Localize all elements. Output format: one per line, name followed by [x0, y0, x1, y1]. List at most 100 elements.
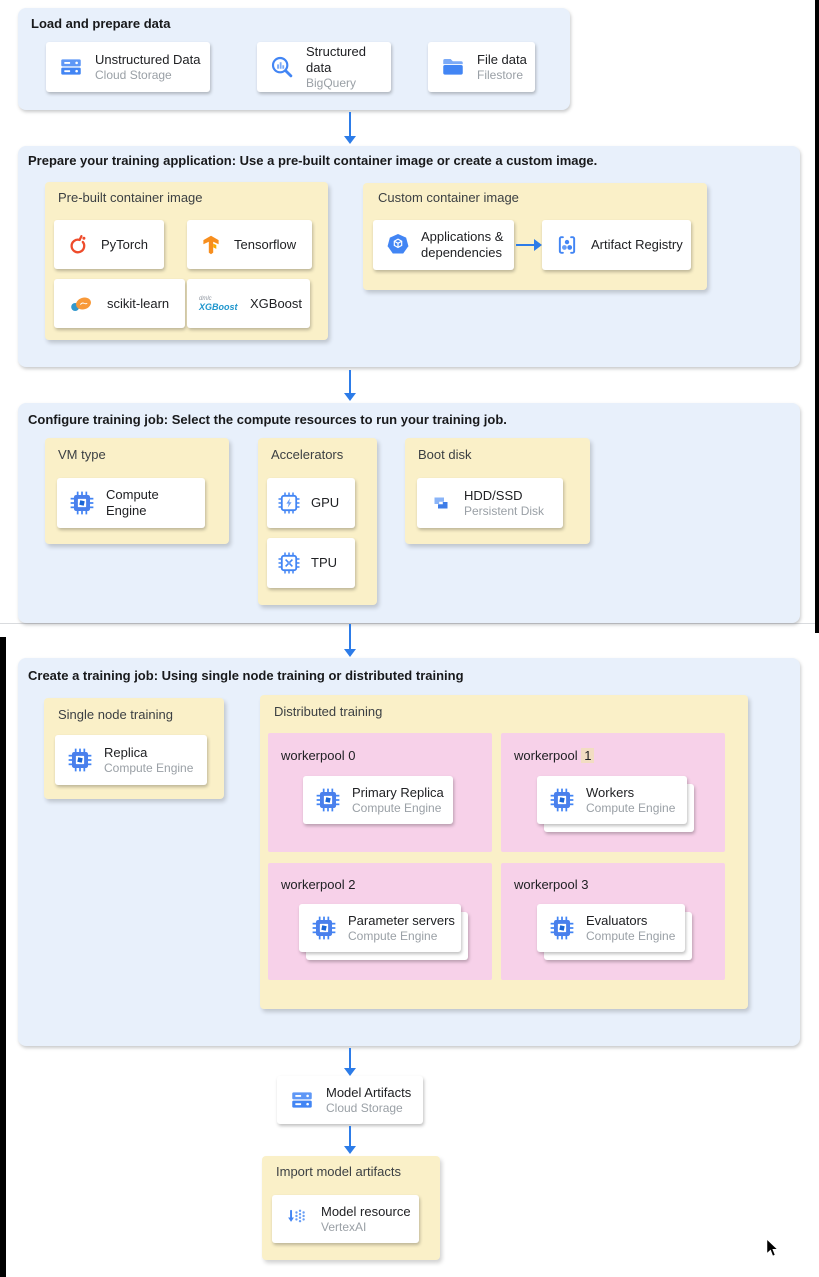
section-load-title: Load and prepare data [31, 16, 171, 31]
distributed-title: Distributed training [274, 704, 383, 719]
compute-engine-icon [549, 915, 575, 941]
card-title: TPU [311, 555, 337, 570]
workerpool-2-label: workerpool 2 [281, 877, 355, 892]
card-text: Parameter servers Compute Engine [348, 913, 455, 944]
section-create-title: Create a training job: Using single node… [28, 668, 464, 683]
artifact-registry-icon [558, 236, 576, 254]
pytorch-icon [70, 234, 86, 253]
section-prepare-title: Prepare your training application: Use a… [28, 153, 598, 168]
card-subtitle: Filestore [477, 67, 524, 82]
card-title: Tensorflow [234, 236, 297, 252]
cloud-storage-icon [58, 54, 84, 80]
card-title: Structured data [306, 43, 366, 75]
compute-engine-icon [67, 747, 93, 773]
workerpool-name: workerpool [514, 748, 578, 763]
prebuilt-container-title: Pre-built container image [58, 190, 203, 205]
workerpool-name: workerpool [281, 877, 345, 892]
flow-arrow-1 [344, 112, 356, 144]
card-text: Replica Compute Engine [104, 745, 193, 776]
card-subtitle: Persistent Disk [464, 503, 545, 518]
card-text: Workers Compute Engine [586, 785, 675, 816]
card-workers: Workers Compute Engine [537, 776, 687, 824]
card-hdd-ssd: HDD/SSD Persistent Disk [417, 478, 563, 528]
workerpool-0-label: workerpool 0 [281, 748, 355, 763]
compute-engine-icon [549, 787, 575, 813]
compute-engine-icon [311, 915, 337, 941]
workerpool-3-label: workerpool 3 [514, 877, 588, 892]
workerpool-name: workerpool [281, 748, 345, 763]
card-title: Parameter servers [348, 912, 455, 928]
card-pytorch: PyTorch [54, 220, 164, 269]
applications-icon [387, 233, 409, 254]
flow-arrow-2 [344, 370, 356, 401]
custom-flow-arrow [516, 239, 542, 251]
card-title: Model resource [321, 1203, 411, 1219]
card-title: GPU [311, 495, 340, 510]
card-text: HDD/SSD Persistent Disk [464, 488, 544, 519]
flow-arrow-5 [344, 1126, 356, 1154]
compute-engine-icon [315, 787, 341, 813]
card-parameter-servers: Parameter servers Compute Engine [299, 904, 461, 952]
card-title: Unstructured Data [95, 51, 201, 67]
card-applications-dependencies: Applications & dependencies [373, 220, 514, 270]
card-unstructured-data: Unstructured Data Cloud Storage [46, 42, 210, 92]
filestore-icon [443, 58, 463, 75]
card-xgboost: dmlc XGBoost XGBoost [187, 279, 310, 328]
card-subtitle: Compute Engine [586, 800, 676, 815]
card-tensorflow: Tensorflow [187, 220, 312, 269]
flow-arrow-3 [344, 624, 356, 657]
workerpool-num-highlighted: 1 [581, 748, 595, 763]
gpu-icon [278, 492, 300, 514]
card-replica: Replica Compute Engine [55, 735, 207, 785]
card-model-resource: Model resource VertexAI [272, 1195, 419, 1243]
vm-type-title: VM type [58, 447, 106, 462]
card-title: XGBoost [250, 295, 303, 311]
card-title: Replica [104, 744, 148, 760]
card-text: Unstructured Data Cloud Storage [95, 52, 201, 83]
tensorflow-icon [203, 235, 219, 254]
vertex-ai-icon [288, 1209, 305, 1223]
workerpool-num: 3 [581, 877, 589, 892]
card-text: File data Filestore [477, 52, 527, 83]
card-subtitle: BigQuery [306, 75, 357, 90]
card-file-data: File data Filestore [428, 42, 535, 92]
card-title: Artifact Registry [591, 237, 683, 252]
workerpool-num: 2 [348, 877, 356, 892]
workerpool-1-label: workerpool 1 [514, 748, 595, 763]
card-subtitle: Compute Engine [352, 800, 442, 815]
import-model-title: Import model artifacts [276, 1164, 401, 1179]
card-subtitle: Cloud Storage [95, 67, 172, 82]
custom-container-title: Custom container image [378, 190, 519, 205]
card-title: File data [477, 51, 527, 67]
card-subtitle: Compute Engine [586, 928, 676, 943]
right-edge-bar [815, 0, 819, 633]
boot-disk-title: Boot disk [418, 447, 472, 462]
workerpool-num: 0 [348, 748, 356, 763]
card-title: scikit-learn [107, 295, 170, 311]
card-title: Workers [586, 784, 635, 800]
card-tpu: TPU [267, 538, 355, 588]
flow-arrow-4 [344, 1048, 356, 1076]
card-text: Model Artifacts Cloud Storage [326, 1085, 411, 1116]
card-compute-engine: Compute Engine [57, 478, 205, 528]
card-title: Applications & dependencies [421, 229, 504, 260]
card-subtitle: VertexAI [321, 1219, 367, 1234]
stitch-seam-line [0, 623, 819, 624]
xgboost-icon: dmlc XGBoost [199, 296, 239, 312]
card-scikit-learn: scikit-learn [54, 279, 185, 328]
xgboost-logo-small: dmlc [199, 295, 212, 302]
card-subtitle: Compute Engine [348, 928, 438, 943]
card-text: Primary Replica Compute Engine [352, 785, 444, 816]
workerpool-name: workerpool [514, 877, 578, 892]
bigquery-icon [271, 56, 293, 78]
mouse-cursor-icon [766, 1238, 779, 1257]
card-primary-replica: Primary Replica Compute Engine [303, 776, 453, 824]
card-text: Structured data BigQuery [306, 44, 385, 91]
card-evaluators: Evaluators Compute Engine [537, 904, 685, 952]
scikit-learn-icon [71, 297, 91, 311]
card-structured-data: Structured data BigQuery [257, 42, 391, 92]
card-text: Evaluators Compute Engine [586, 913, 675, 944]
accelerators-title: Accelerators [271, 447, 344, 462]
card-subtitle: Compute Engine [104, 760, 194, 775]
